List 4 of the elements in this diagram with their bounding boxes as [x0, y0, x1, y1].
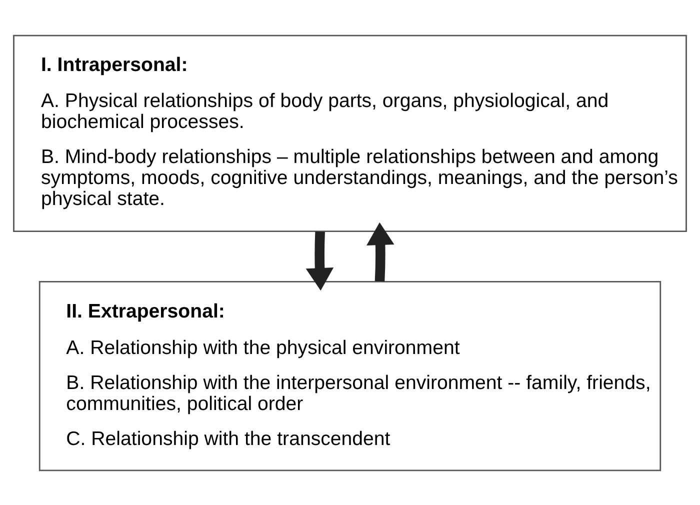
- node-box: II. Extrapersonal: A. Relationship with the physical environment B. Relationship with the interpersonal environment -- family, friends, communities, political order C. Relationship with the transcendent: [38, 280, 662, 471]
- arrow: [306, 231, 334, 290]
- arrow: [366, 222, 394, 282]
- node-box: I. Intrapersonal: A. Physical relationships of body parts, organs, physiological, and biochemical processes. B. Mind-body relationships – multiple relationships between and among symptoms, moods, cognitive understandings, meanings, and the person’s physical state.: [13, 34, 687, 232]
